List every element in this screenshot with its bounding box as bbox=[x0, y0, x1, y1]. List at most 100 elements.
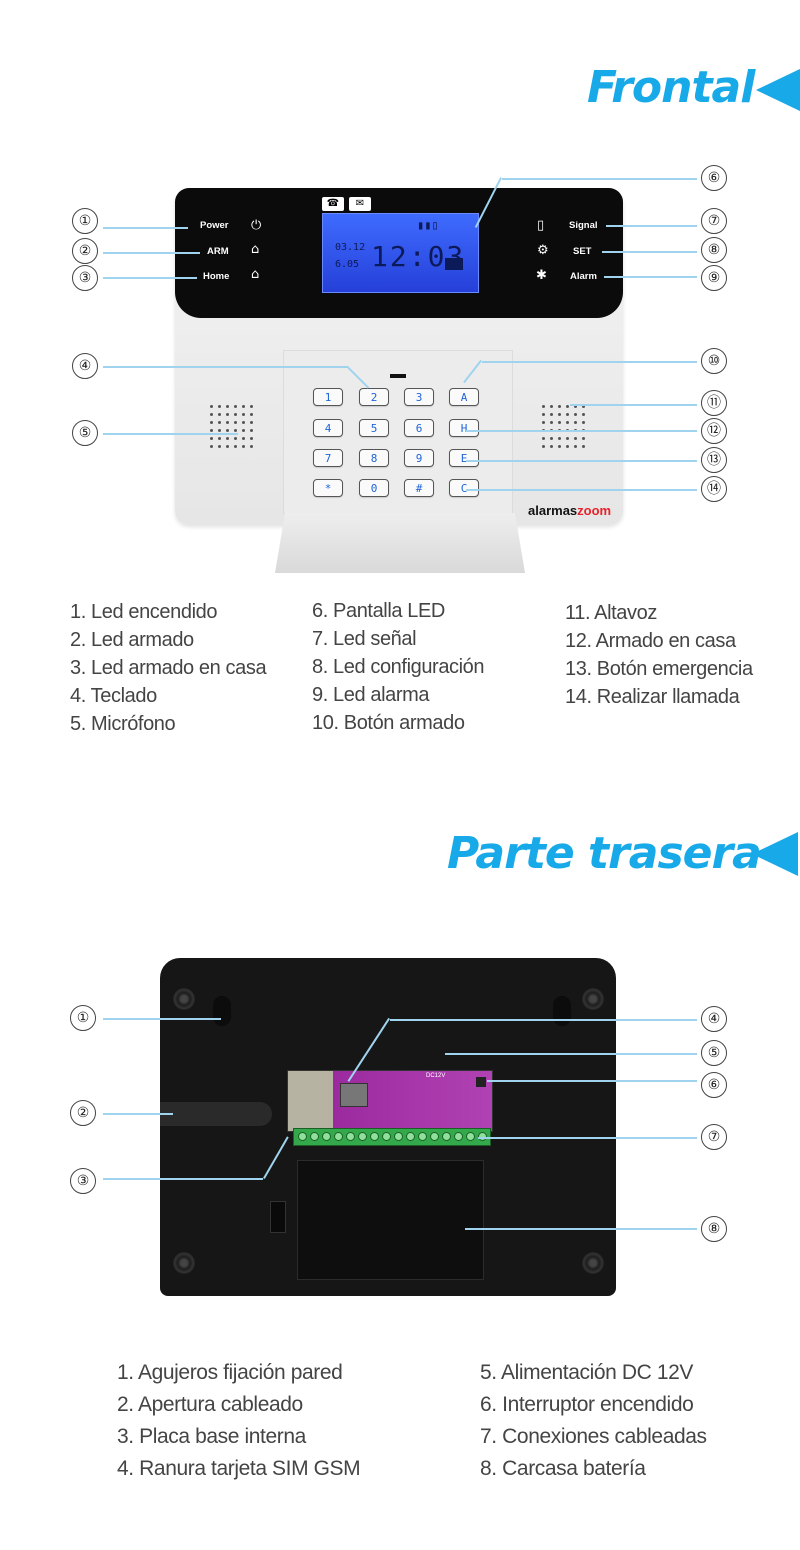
key-call[interactable]: C bbox=[449, 479, 479, 497]
grille-hole bbox=[234, 445, 237, 448]
leader-4 bbox=[103, 366, 348, 368]
led-label-power: Power bbox=[200, 220, 229, 231]
trasera-legend-col-1: 1. Agujeros fijación pared 2. Apertura c… bbox=[117, 1357, 361, 1485]
callout-10: ⑩ bbox=[701, 348, 727, 374]
key-2[interactable]: 2 bbox=[359, 388, 389, 406]
lcd-date-bottom: 6.05 bbox=[335, 259, 360, 270]
terminal-block bbox=[293, 1128, 491, 1146]
legend-item: 6. Interruptor encendido bbox=[480, 1393, 694, 1416]
grille-hole bbox=[234, 421, 237, 424]
callout-5: ⑤ bbox=[72, 420, 98, 446]
keypad-cover bbox=[275, 513, 525, 573]
grille-hole bbox=[542, 421, 545, 424]
grille-hole bbox=[574, 405, 577, 408]
grille-hole bbox=[550, 445, 553, 448]
leader-back-6 bbox=[487, 1080, 697, 1082]
callout-9: ⑨ bbox=[701, 265, 727, 291]
key-6[interactable]: 6 bbox=[404, 419, 434, 437]
leader-7 bbox=[606, 225, 697, 227]
brand-logo: alarmaszoom bbox=[528, 503, 612, 518]
grille-hole bbox=[574, 445, 577, 448]
leader-14 bbox=[466, 489, 697, 491]
leader-8 bbox=[602, 251, 697, 253]
battery-cover[interactable] bbox=[270, 1160, 484, 1280]
grille-hole bbox=[566, 421, 569, 424]
wiring-opening bbox=[160, 1102, 272, 1126]
power-icon: ⏻ bbox=[251, 218, 262, 233]
grille-hole bbox=[226, 429, 229, 432]
frontal-legend-col-1: 1. Led encendido 2. Led armado 3. Led ar… bbox=[70, 598, 267, 738]
grille-hole bbox=[242, 437, 245, 440]
grille-hole bbox=[550, 421, 553, 424]
legend-item: 5. Alimentación DC 12V bbox=[480, 1361, 693, 1384]
grille-hole bbox=[582, 405, 585, 408]
callout-13: ⑬ bbox=[701, 447, 727, 473]
arm-house-icon: ⌂ bbox=[251, 242, 260, 257]
grille-hole bbox=[566, 405, 569, 408]
key-emergency[interactable]: E bbox=[449, 449, 479, 467]
terminal-screw bbox=[370, 1132, 379, 1141]
key-0[interactable]: 0 bbox=[359, 479, 389, 497]
led-label-set: SET bbox=[573, 246, 592, 257]
key-4[interactable]: 4 bbox=[313, 419, 343, 437]
led-label-home: Home bbox=[203, 271, 230, 282]
grille-hole bbox=[542, 437, 545, 440]
key-8[interactable]: 8 bbox=[359, 449, 389, 467]
legend-item: 2. Led armado bbox=[70, 629, 194, 651]
main-board: DC12V bbox=[287, 1070, 493, 1132]
callout-11: ⑪ bbox=[701, 390, 727, 416]
key-home[interactable]: H bbox=[449, 419, 479, 437]
legend-item: 11. Altavoz bbox=[565, 602, 657, 624]
key-hash[interactable]: # bbox=[404, 479, 434, 497]
key-5[interactable]: 5 bbox=[359, 419, 389, 437]
callout-back-3: ③ bbox=[70, 1168, 96, 1194]
grille-hole bbox=[210, 413, 213, 416]
leader-back-7 bbox=[478, 1137, 697, 1139]
callout-back-4: ④ bbox=[701, 1006, 727, 1032]
grille-hole bbox=[542, 445, 545, 448]
key-arm[interactable]: A bbox=[449, 388, 479, 406]
terminal-screw bbox=[394, 1132, 403, 1141]
lcd-date-top: 03.12 bbox=[335, 242, 366, 253]
legend-item: 1. Agujeros fijación pared bbox=[117, 1361, 343, 1384]
phone-icon: ☎ bbox=[322, 197, 344, 211]
power-switch[interactable] bbox=[476, 1077, 486, 1087]
callout-14: ⑭ bbox=[701, 476, 727, 502]
grille-hole bbox=[250, 429, 253, 432]
grille-hole bbox=[226, 413, 229, 416]
grille-hole bbox=[550, 405, 553, 408]
grille-hole bbox=[210, 405, 213, 408]
legend-item: 6. Pantalla LED bbox=[312, 600, 445, 622]
key-1[interactable]: 1 bbox=[313, 388, 343, 406]
legend-item: 1. Led encendido bbox=[70, 601, 218, 623]
key-star[interactable]: * bbox=[313, 479, 343, 497]
callout-1: ① bbox=[72, 208, 98, 234]
grille-hole bbox=[582, 437, 585, 440]
grille-hole bbox=[558, 413, 561, 416]
grille-hole bbox=[210, 421, 213, 424]
callout-back-6: ⑥ bbox=[701, 1072, 727, 1098]
frontal-legend-col-2: 6. Pantalla LED 7. Led señal 8. Led conf… bbox=[312, 597, 485, 737]
grille-hole bbox=[226, 445, 229, 448]
key-7[interactable]: 7 bbox=[313, 449, 343, 467]
grille-hole bbox=[250, 413, 253, 416]
grille-hole bbox=[250, 421, 253, 424]
legend-item: 7. Conexiones cableadas bbox=[480, 1425, 707, 1448]
grille-hole bbox=[234, 413, 237, 416]
grille-hole bbox=[226, 405, 229, 408]
callout-back-1: ① bbox=[70, 1005, 96, 1031]
key-9[interactable]: 9 bbox=[404, 449, 434, 467]
callout-4: ④ bbox=[72, 353, 98, 379]
grille-hole bbox=[582, 421, 585, 424]
grille-hole bbox=[218, 413, 221, 416]
grille-hole bbox=[242, 429, 245, 432]
leader-back-5 bbox=[445, 1053, 697, 1055]
grille-hole bbox=[210, 445, 213, 448]
battery-latch[interactable] bbox=[270, 1201, 286, 1233]
leader-9 bbox=[604, 276, 697, 278]
legend-item: 12. Armado en casa bbox=[565, 630, 736, 652]
keypad-indicator bbox=[390, 374, 406, 378]
key-3[interactable]: 3 bbox=[404, 388, 434, 406]
settings-icon: ⚙ bbox=[537, 243, 549, 258]
trasera-arrow-icon bbox=[752, 832, 798, 876]
